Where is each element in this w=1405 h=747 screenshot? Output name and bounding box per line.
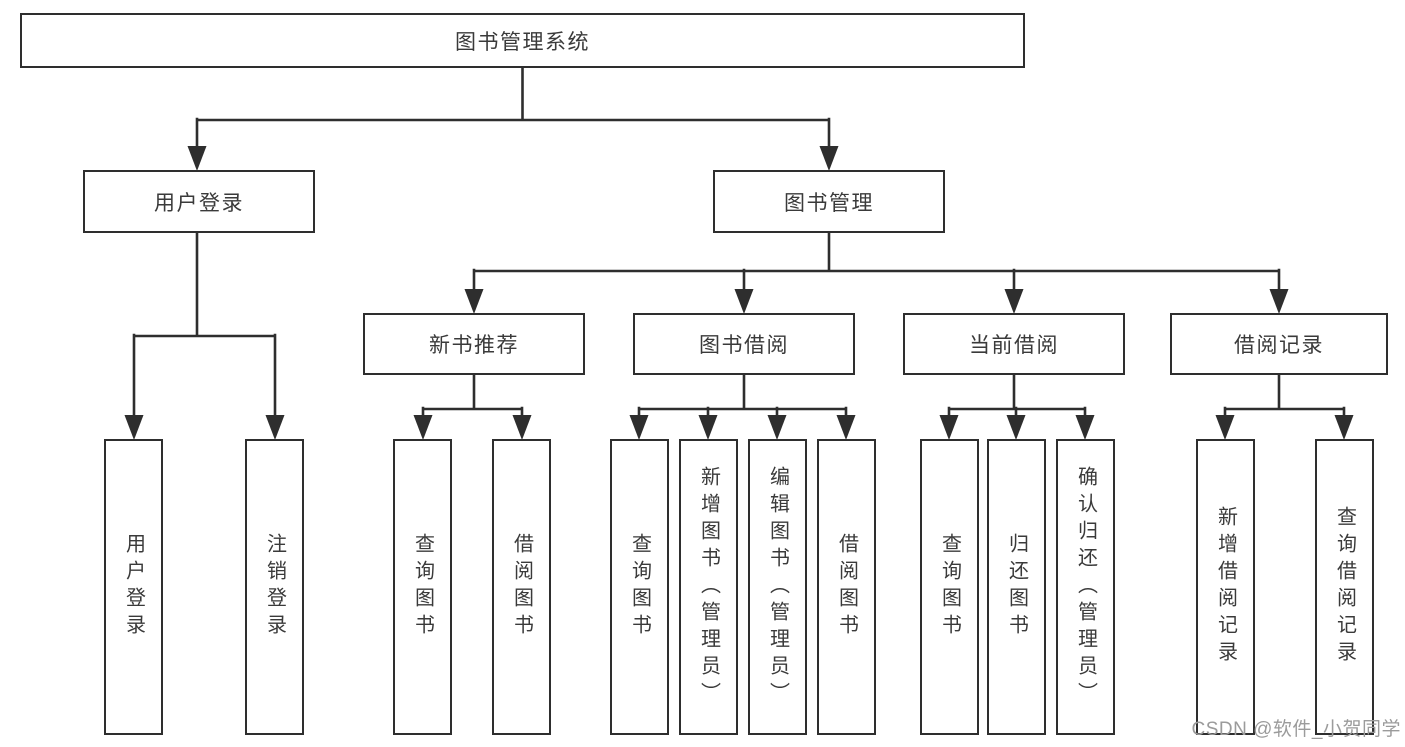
- arrowhead-icon: [1334, 415, 1354, 440]
- node-label: 注销登录: [263, 533, 286, 641]
- arrowhead-icon: [734, 289, 754, 314]
- arrowhead-icon: [512, 415, 532, 440]
- node-label: 确认归还（管理员）: [1074, 465, 1097, 709]
- node-leaf-logout: 注销登录: [245, 439, 304, 735]
- arrowhead-icon: [1269, 289, 1289, 314]
- node-book-borrow: 图书借阅: [633, 313, 855, 375]
- node-label: 用户登录: [154, 191, 244, 215]
- node-label: 新书推荐: [429, 334, 519, 357]
- node-label: 编辑图书（管理员）: [766, 465, 789, 709]
- arrowhead-icon: [413, 415, 433, 440]
- node-label: 查询图书: [411, 533, 434, 641]
- node-label: 图书管理: [784, 191, 874, 215]
- node-label: 借阅图书: [835, 533, 858, 641]
- arrowhead-icon: [265, 415, 285, 440]
- node-label: 当前借阅: [969, 334, 1059, 357]
- node-label: 借阅图书: [510, 533, 533, 641]
- node-new-book-recommend: 新书推荐: [363, 313, 585, 375]
- arrowhead-icon: [464, 289, 484, 314]
- node-label: 图书管理系统: [455, 30, 590, 54]
- csdn-watermark: CSDN @软件_小贺同学: [1191, 719, 1401, 740]
- arrowhead-icon: [124, 415, 144, 440]
- node-leaf-add-book-admin: 新增图书（管理员）: [679, 439, 738, 735]
- arrowhead-icon: [1004, 289, 1024, 314]
- node-label: 新增借阅记录: [1214, 506, 1237, 668]
- node-leaf-user-login: 用户登录: [104, 439, 163, 735]
- node-label: 查询借阅记录: [1333, 506, 1356, 668]
- arrowhead-icon: [1006, 415, 1026, 440]
- node-leaf-borrow-book-1: 借阅图书: [492, 439, 551, 735]
- node-leaf-query-borrow-record: 查询借阅记录: [1315, 439, 1374, 735]
- node-leaf-query-book-3: 查询图书: [920, 439, 979, 735]
- node-label: 查询图书: [628, 533, 651, 641]
- node-leaf-add-borrow-record: 新增借阅记录: [1196, 439, 1255, 735]
- node-borrow-records: 借阅记录: [1170, 313, 1388, 375]
- node-label: 新增图书（管理员）: [697, 465, 720, 709]
- node-leaf-edit-book-admin: 编辑图书（管理员）: [748, 439, 807, 735]
- arrowhead-icon: [939, 415, 959, 440]
- connector-book-borrow-children: [629, 373, 856, 440]
- node-leaf-query-book-1: 查询图书: [393, 439, 452, 735]
- node-label: 查询图书: [938, 533, 961, 641]
- node-leaf-confirm-return-admin: 确认归还（管理员）: [1056, 439, 1115, 735]
- node-book-management: 图书管理: [713, 170, 945, 233]
- arrowhead-icon: [819, 146, 839, 171]
- node-leaf-borrow-book-2: 借阅图书: [817, 439, 876, 735]
- arrowhead-icon: [1215, 415, 1235, 440]
- node-root-library-system: 图书管理系统: [20, 13, 1025, 68]
- node-current-borrow: 当前借阅: [903, 313, 1125, 375]
- connector-new-book-children: [413, 373, 532, 440]
- arrowhead-icon: [1075, 415, 1095, 440]
- arrowhead-icon: [698, 415, 718, 440]
- arrowhead-icon: [767, 415, 787, 440]
- arrowhead-icon: [187, 146, 207, 171]
- node-label: 图书借阅: [699, 334, 789, 357]
- node-leaf-return-book: 归还图书: [987, 439, 1046, 735]
- node-label: 归还图书: [1005, 533, 1028, 641]
- node-user-login: 用户登录: [83, 170, 315, 233]
- connector-root-to-branches: [187, 66, 839, 171]
- node-label: 借阅记录: [1234, 334, 1324, 357]
- arrowhead-icon: [836, 415, 856, 440]
- node-leaf-query-book-2: 查询图书: [610, 439, 669, 735]
- connector-borrow-records-children: [1215, 373, 1354, 440]
- connector-current-borrow-children: [939, 373, 1095, 440]
- node-label: 用户登录: [122, 533, 145, 641]
- connector-book-management-children: [464, 231, 1289, 314]
- connector-user-login-children: [124, 231, 285, 440]
- arrowhead-icon: [629, 415, 649, 440]
